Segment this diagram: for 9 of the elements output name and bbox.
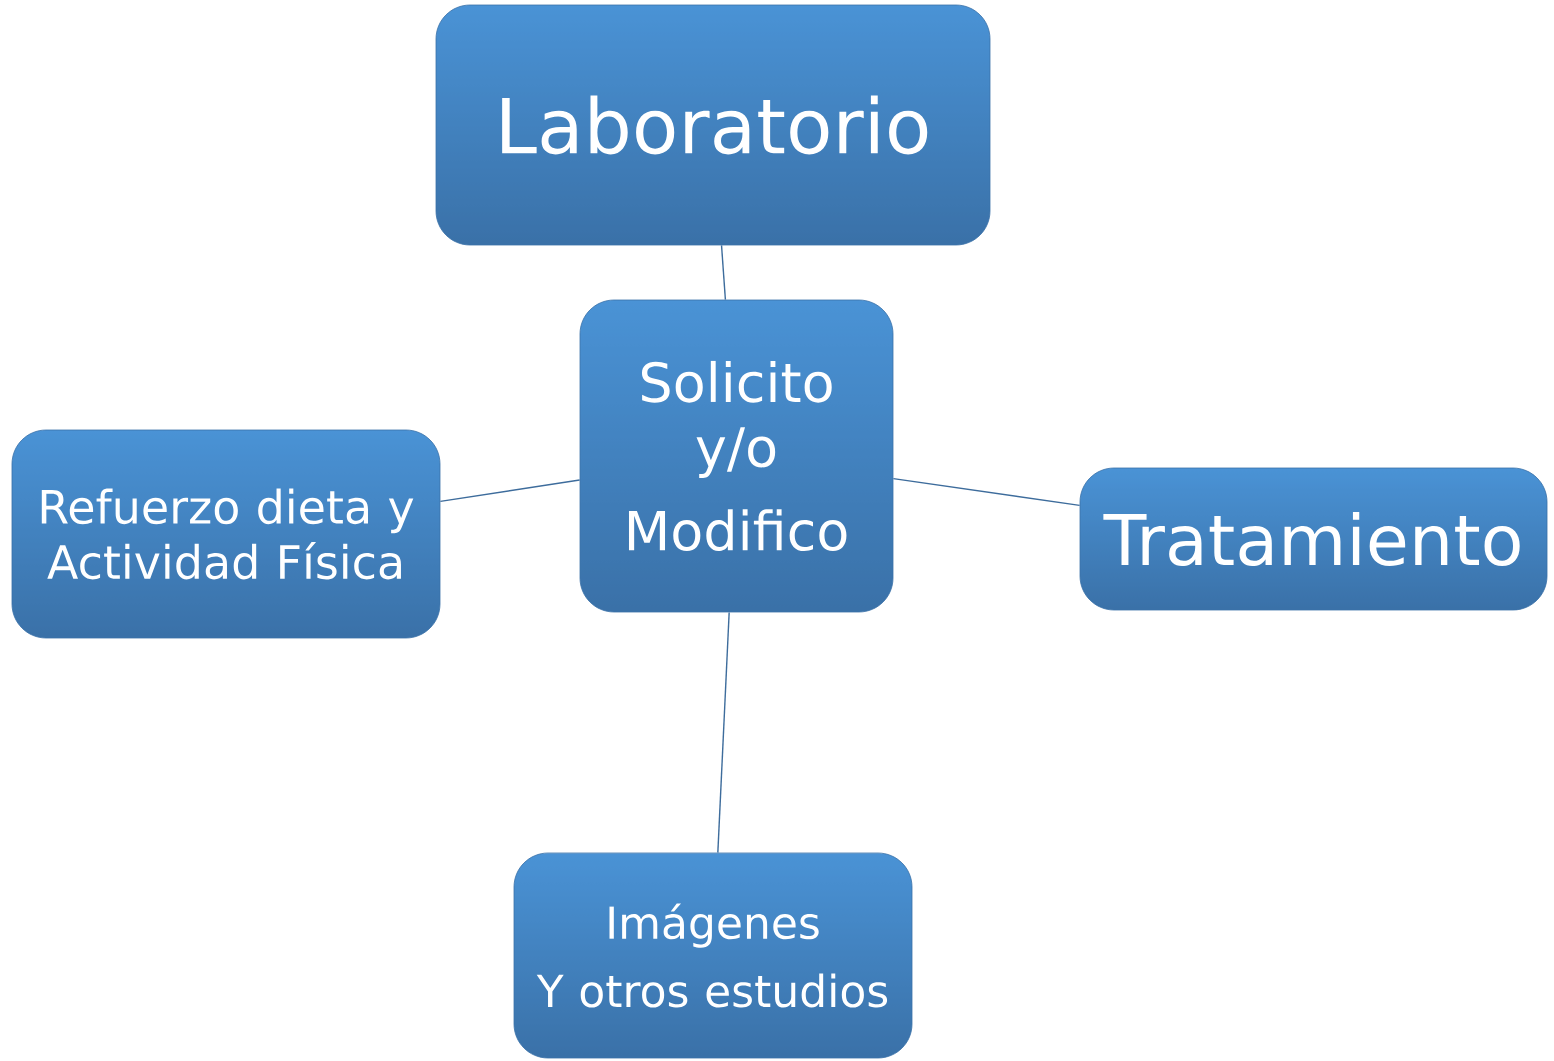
- connector-line: [892, 477, 1081, 507]
- connector-line: [717, 611, 730, 854]
- process-box: Tratamiento: [1079, 467, 1548, 611]
- process-box: Laboratorio: [435, 4, 991, 246]
- process-box: Refuerzo dieta y Actividad Física: [11, 429, 441, 639]
- process-box: Solicito y/o Modifico: [579, 299, 894, 613]
- connector-line: [439, 479, 581, 503]
- process-box: Imágenes Y otros estudios: [513, 852, 913, 1059]
- connector-line: [720, 244, 727, 301]
